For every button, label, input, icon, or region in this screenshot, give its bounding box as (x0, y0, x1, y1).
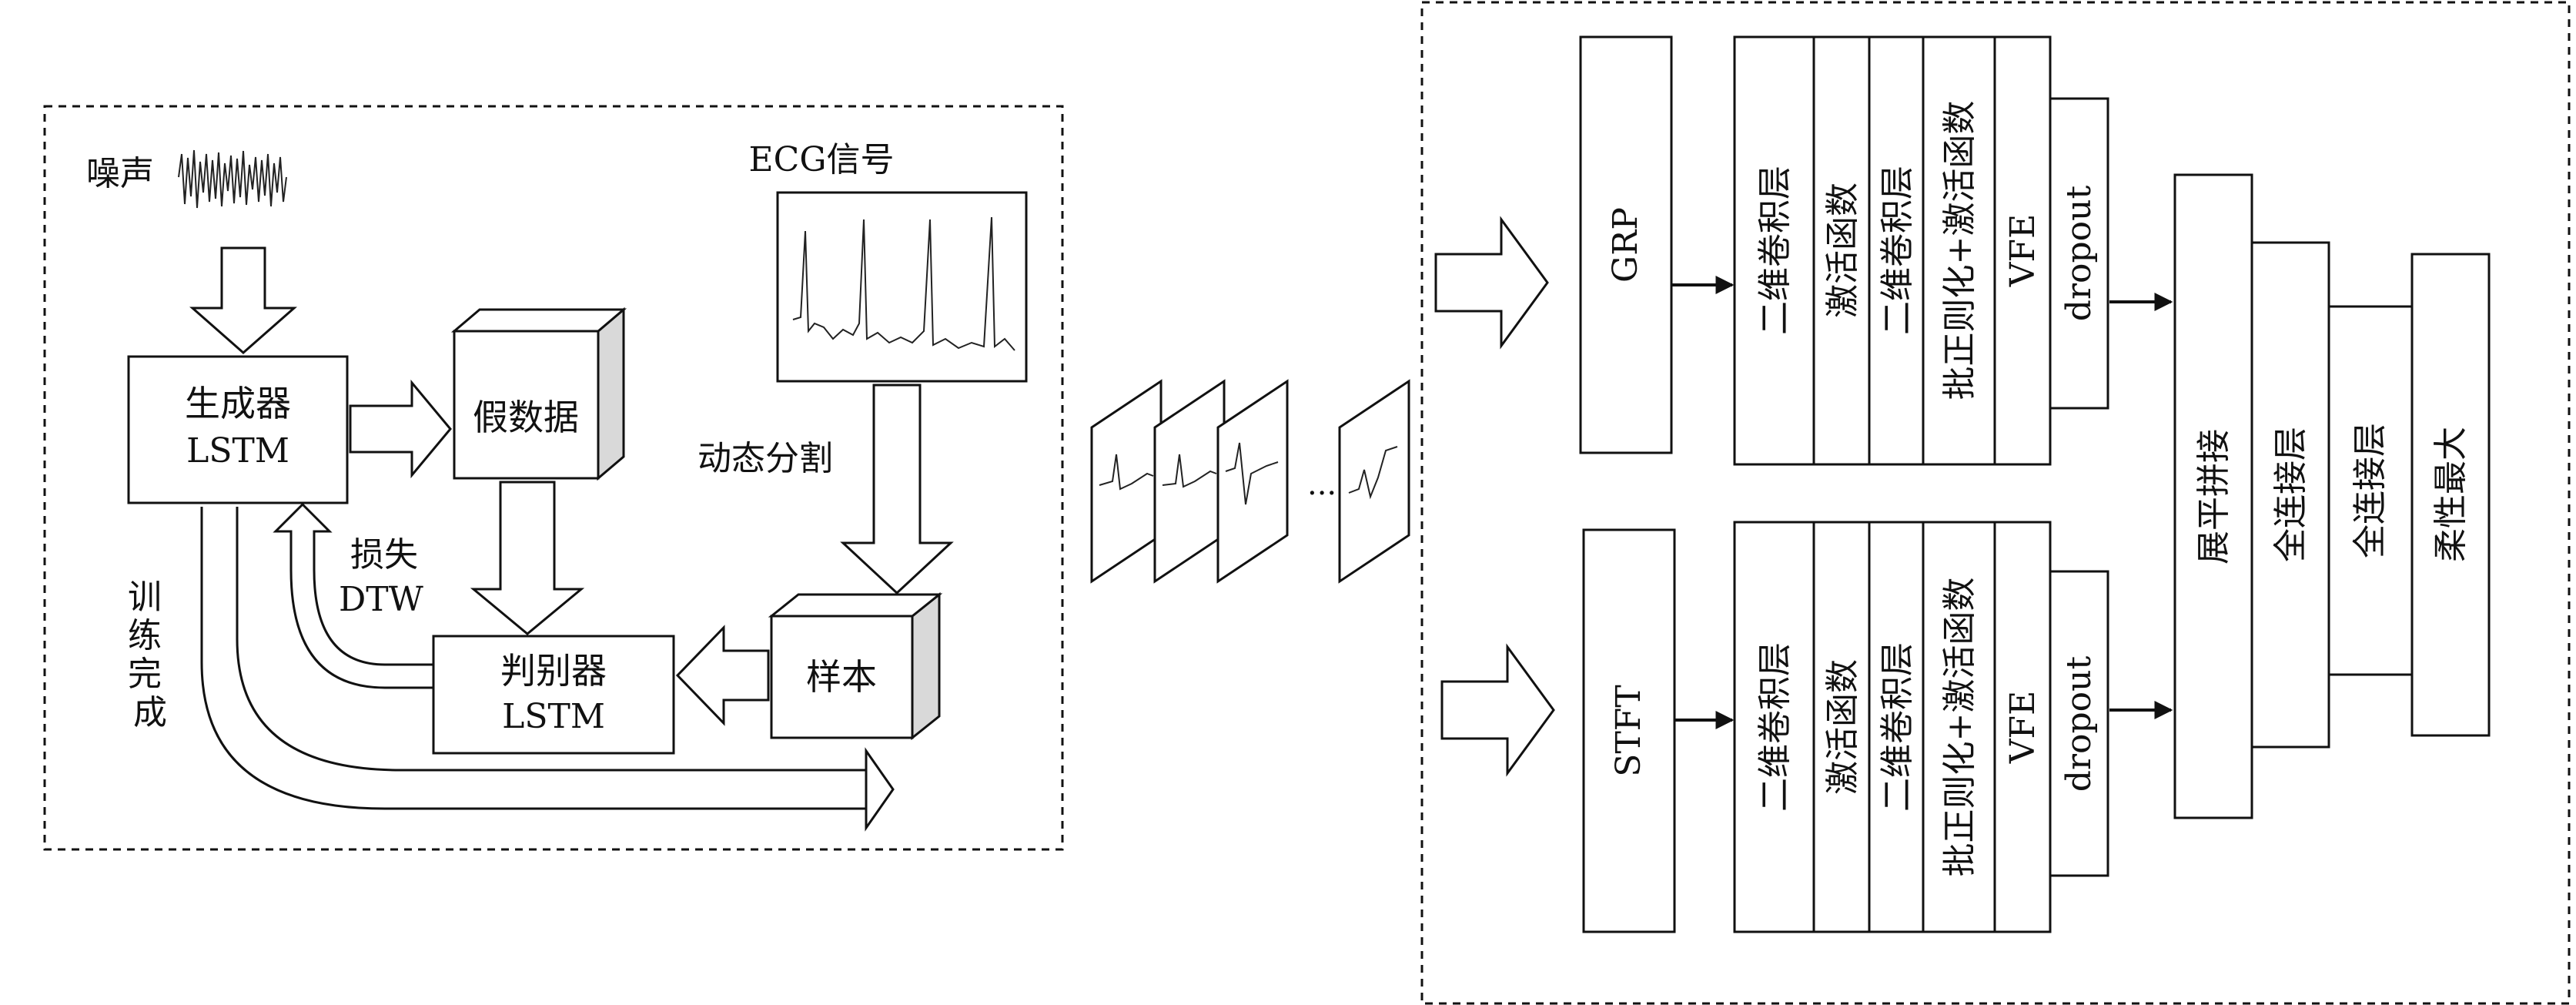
bottom-layer-conv1-label: 二维卷积层 (1755, 642, 1795, 812)
left-panel-frame (43, 105, 1064, 851)
training-complete-label: 训 练 完 成 (128, 578, 172, 732)
input-box-stft: STFT (1582, 528, 1676, 933)
top-layer-bn-act: 批正则化+激活函数 (1922, 35, 1996, 466)
input-arrow-stft (1440, 643, 1555, 777)
sample-to-discriminator-arrow (675, 625, 770, 726)
training-complete-arrow (200, 507, 895, 832)
discriminator-box: 判别器 LSTM (432, 635, 675, 755)
bottom-layer-vfe: VFE (1993, 521, 2052, 933)
segmented-beats: ... (1090, 379, 1410, 584)
beat-card-1 (1090, 379, 1163, 584)
generator-model: LSTM (186, 431, 289, 471)
noise-waveform-icon (178, 149, 287, 209)
ecg-signal-label: ECG信号 (749, 140, 895, 179)
loss-feedback-arrow (273, 502, 435, 689)
top-layer-conv1-label: 二维卷积层 (1755, 166, 1795, 335)
head-softmax-label: 柔性最大 (2431, 427, 2471, 562)
input-label-stft: STFT (1609, 685, 1648, 776)
discriminator-label: 判别器 (500, 650, 607, 692)
bottom-layer-conv2: 二维卷积层 (1868, 521, 1925, 933)
head-fc1: 全连接层 (2250, 241, 2330, 749)
top-layer-conv2-label: 二维卷积层 (1878, 166, 1917, 335)
loss-label: 损失 (350, 535, 418, 575)
training-char-1: 训 (128, 578, 162, 617)
training-complete-text: 训 练 完 成 (128, 578, 172, 732)
bottom-layer-act1: 激活函数 (1812, 521, 1871, 933)
training-char-2: 练 (128, 616, 162, 655)
beats-ellipsis: ... (1307, 467, 1337, 502)
bottom-layer-conv2-label: 二维卷积层 (1878, 642, 1917, 812)
top-layer-conv1: 二维卷积层 (1733, 35, 1815, 466)
top-layer-dropout-label: dropout (2059, 186, 2099, 322)
ecg-to-sample-arrow (840, 384, 954, 595)
bottom-layer-dropout: dropout (2049, 570, 2109, 877)
beat-card-2 (1153, 379, 1226, 584)
head-fc1-label: 全连接层 (2271, 427, 2310, 562)
branch-bottom: 二维卷积层 激活函数 二维卷积层 批正则化+激活函数 VFE dropout (1733, 521, 2109, 933)
training-char-3: 完 (128, 655, 162, 694)
noise-to-generator-arrow (189, 246, 297, 354)
top-layer-vfe-label: VFE (2003, 214, 2042, 287)
bottom-layer-vfe-label: VFE (2003, 691, 2042, 764)
generator-to-fake-arrow (349, 379, 452, 479)
fake-data-cube: 假数据 (450, 307, 627, 481)
training-char-4: 成 (133, 693, 167, 732)
dynamic-split-label: 动态分割 (698, 439, 833, 478)
bottom-layer-conv1: 二维卷积层 (1733, 521, 1815, 933)
right-panel-frame (1420, 1, 2571, 1005)
generator-box: 生成器 LSTM (127, 355, 349, 504)
bottom-layer-bn-act-label: 批正则化+激活函数 (1940, 578, 1979, 877)
head-softmax: 柔性最大 (2410, 253, 2491, 737)
top-layer-act1: 激活函数 (1812, 35, 1871, 466)
top-layer-bn-act-label: 批正则化+激活函数 (1940, 101, 1979, 400)
discriminator-model: LSTM (502, 697, 605, 736)
input-arrow-grp (1434, 216, 1549, 350)
sample-cube: 样本 (768, 591, 943, 741)
fake-to-discriminator-arrow (470, 481, 585, 635)
bottom-layer-bn-act: 批正则化+激活函数 (1922, 521, 1996, 933)
head-fc2: 全连接层 (2327, 305, 2414, 676)
beat-card-n (1338, 379, 1410, 584)
ecg-signal-plot (776, 191, 1028, 383)
sample-label: 样本 (806, 656, 877, 698)
top-layer-conv2: 二维卷积层 (1868, 35, 1925, 466)
head-fc2-label: 全连接层 (2350, 423, 2390, 558)
loss-metric: DTW (339, 580, 424, 619)
input-box-grp: GRP (1579, 35, 1673, 454)
head-flatten-concat-label: 展平拼接 (2194, 429, 2233, 564)
bottom-layer-act1-label: 激活函数 (1823, 659, 1862, 795)
noise-label: 噪声 (86, 154, 154, 193)
top-layer-act1-label: 激活函数 (1823, 183, 1862, 318)
fake-data-label: 假数据 (473, 397, 579, 438)
beat-card-3 (1216, 379, 1289, 584)
top-layer-vfe: VFE (1993, 35, 2052, 466)
bottom-layer-dropout-label: dropout (2059, 656, 2099, 792)
head-flatten-concat: 展平拼接 (2173, 173, 2253, 819)
input-label-grp: GRP (1606, 207, 1645, 283)
top-layer-dropout: dropout (2049, 97, 2109, 410)
generator-label: 生成器 (185, 383, 291, 424)
branch-top: 二维卷积层 激活函数 二维卷积层 批正则化+激活函数 VFE dropout (1733, 35, 2109, 466)
